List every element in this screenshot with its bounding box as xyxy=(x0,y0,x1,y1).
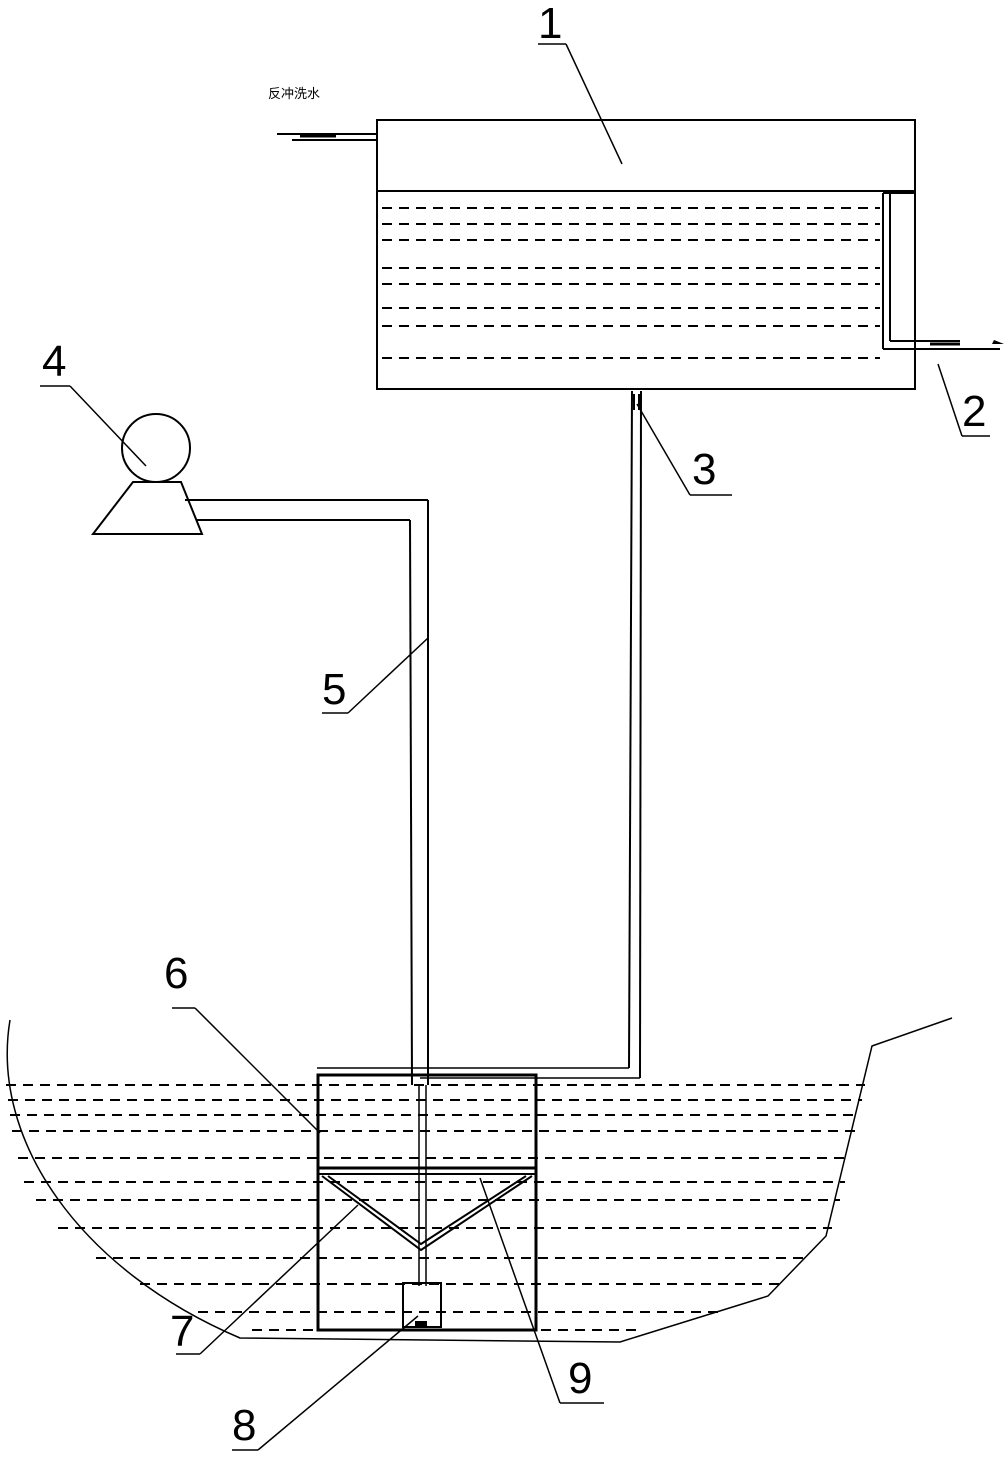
top-tank xyxy=(376,119,916,390)
basin xyxy=(6,1017,953,1343)
callout-8: 8 xyxy=(232,1401,256,1450)
callout-6: 6 xyxy=(164,949,188,998)
drain-pipe xyxy=(317,390,642,1079)
overflow-pipe xyxy=(882,192,1004,350)
callout-2: 2 xyxy=(962,387,986,436)
pump-pipe xyxy=(185,499,429,1286)
backwash-inlet: 反冲洗水 xyxy=(268,87,378,141)
leader-lines xyxy=(40,43,990,1451)
callout-numbers: 1 2 3 4 5 6 7 8 9 xyxy=(42,0,986,1450)
callout-1: 1 xyxy=(538,0,562,48)
settling-box xyxy=(316,1073,538,1332)
backwash-water-label: 反冲洗水 xyxy=(268,87,320,102)
callout-3: 3 xyxy=(692,445,716,494)
callout-4: 4 xyxy=(42,337,66,386)
callout-5: 5 xyxy=(322,665,346,714)
pump xyxy=(90,413,204,535)
top-tank-water xyxy=(382,207,880,359)
callout-7: 7 xyxy=(170,1307,194,1356)
basin-water xyxy=(6,1084,865,1331)
callout-9: 9 xyxy=(568,1354,592,1403)
